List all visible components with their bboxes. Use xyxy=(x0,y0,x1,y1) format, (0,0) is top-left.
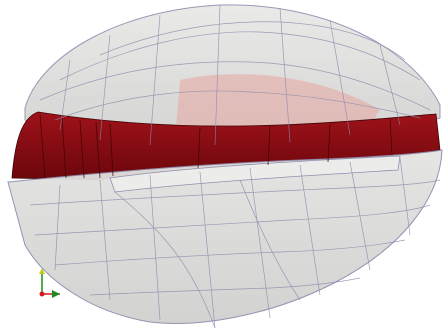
y-axis-arrow xyxy=(52,290,60,298)
inner-flange xyxy=(109,155,401,193)
orientation-axes-widget xyxy=(39,268,60,298)
z-axis-arrow xyxy=(39,268,45,274)
axes-origin xyxy=(39,291,45,297)
mesh-wireframe xyxy=(29,4,441,329)
core-segments xyxy=(39,113,393,179)
